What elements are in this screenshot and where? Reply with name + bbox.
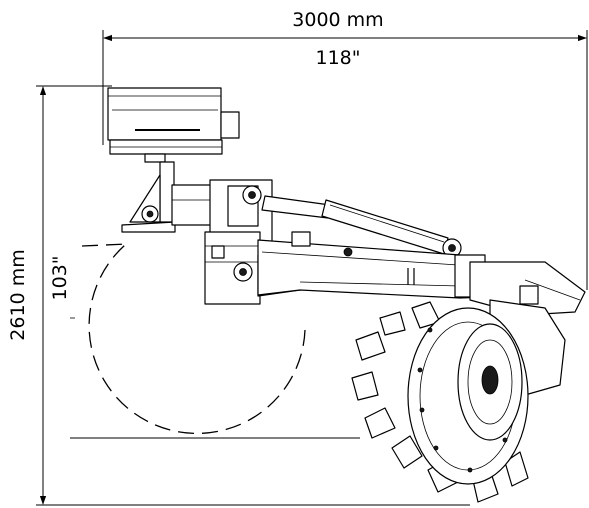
dashed-wheel-outline [70, 243, 306, 435]
height-metric-label: 2610 mm [7, 249, 29, 340]
width-metric-label: 3000 mm [292, 9, 383, 31]
mast-bracket [121, 161, 213, 233]
end-housing [469, 261, 586, 396]
cutting-wheel [351, 301, 529, 503]
height-imperial-label: 103" [49, 255, 71, 300]
hydraulic-cylinder [261, 195, 462, 258]
height-dimension: 2610 mm 103" [7, 85, 470, 506]
control-box [107, 87, 240, 163]
width-imperial-label: 118" [315, 47, 360, 69]
width-dimension: 3000 mm 118" [102, 9, 588, 290]
